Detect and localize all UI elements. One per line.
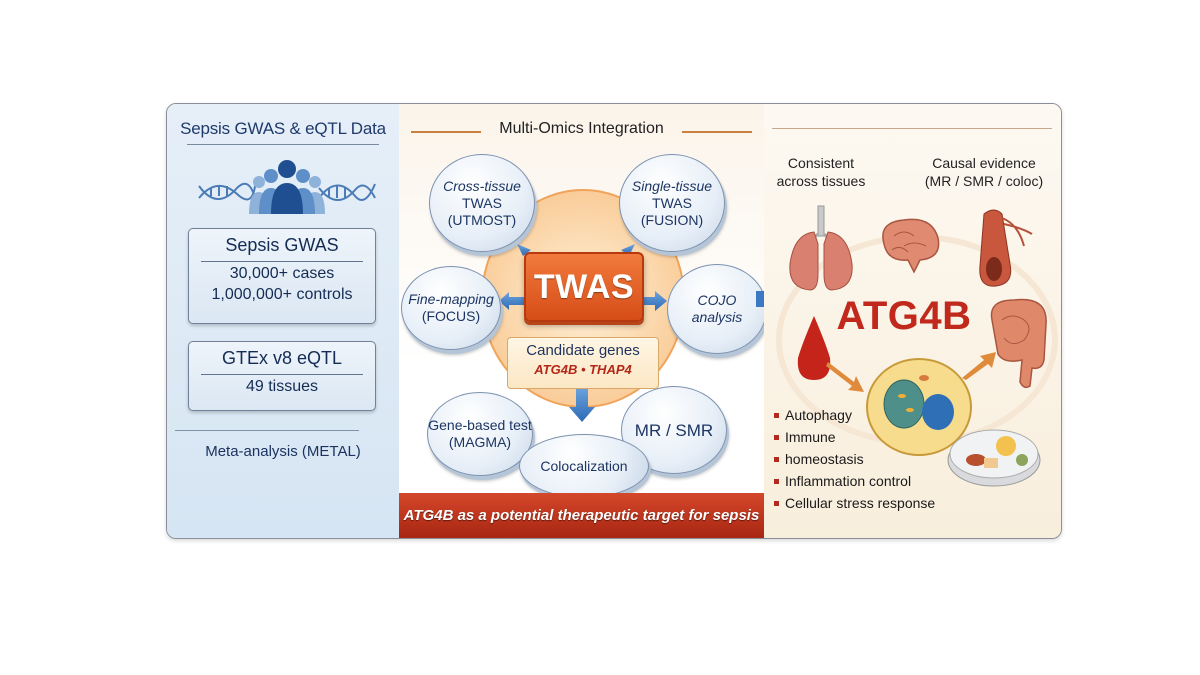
function-list: Autophagy Immune homeostasis Inflammatio… xyxy=(774,404,935,514)
target-gene-label: ATG4B xyxy=(836,294,972,338)
arrow-left-icon xyxy=(499,292,525,310)
node-line: MR / SMR xyxy=(634,420,714,440)
label-line: (MR / SMR / coloc) xyxy=(924,173,1044,189)
function-item: Autophagy xyxy=(774,404,935,426)
label-line: across tissues xyxy=(776,173,866,189)
function-item: Cellular stress response xyxy=(774,492,935,514)
title-rule-left xyxy=(411,131,481,133)
node-line: analysis xyxy=(691,309,743,325)
function-item: Immune xyxy=(774,426,935,448)
function-item: Inflammation control xyxy=(774,470,935,492)
consistent-label: Consistent across tissues xyxy=(776,154,866,190)
function-text: Autophagy xyxy=(785,407,852,423)
node-line: TWAS xyxy=(652,194,692,211)
sepsis-gwas-box: Sepsis GWAS 30,000+ cases 1,000,000+ con… xyxy=(188,228,376,324)
label-line: Consistent xyxy=(787,155,855,171)
mr-smr-node: MR / SMR xyxy=(621,386,727,474)
integration-panel-title: Multi-Omics Integration xyxy=(499,120,664,137)
brain-icon xyxy=(882,218,940,274)
integration-panel: Multi-Omics Integration Cross-tissue TWA… xyxy=(399,104,767,538)
single-tissue-twas-node: Single-tissue TWAS (FUSION) xyxy=(619,154,725,252)
causal-evidence-label: Causal evidence (MR / SMR / coloc) xyxy=(924,154,1044,190)
candidate-genes-list: ATG4B • THAP4 xyxy=(534,362,632,377)
arrow-single-tissue-icon xyxy=(621,244,635,256)
bullet-icon xyxy=(774,456,779,462)
blood-drop-icon xyxy=(797,316,831,380)
arrow-right-icon xyxy=(641,291,667,311)
candidate-genes-title: Candidate genes xyxy=(526,342,640,359)
function-text: Inflammation control xyxy=(785,473,912,489)
data-panel-title: Sepsis GWAS & eQTL Data xyxy=(180,119,386,138)
meta-divider xyxy=(175,430,359,431)
figure-frame: Sepsis GWAS & eQTL Data Sepsis xyxy=(166,103,1062,539)
data-panel: Sepsis GWAS & eQTL Data Sepsis xyxy=(167,104,400,538)
node-line: TWAS xyxy=(462,194,502,211)
gtex-eqtl-title: GTEx v8 eQTL xyxy=(201,348,363,375)
population-dna-icon xyxy=(198,160,376,214)
cojo-analysis-node: COJO analysis xyxy=(667,264,767,354)
gtex-eqtl-box: GTEx v8 eQTL 49 tissues xyxy=(188,341,376,411)
cross-tissue-twas-node: Cross-tissue TWAS (UTMOST) xyxy=(429,154,535,252)
sepsis-gwas-title: Sepsis GWAS xyxy=(201,235,363,262)
arrow-out-cell-icon xyxy=(962,352,996,380)
arrow-into-cell-icon xyxy=(826,362,864,392)
node-line: Cross-tissue xyxy=(443,177,521,194)
fine-mapping-node: Fine-mapping (FOCUS) xyxy=(401,266,501,350)
intestine-icon xyxy=(990,298,1047,389)
function-text: Immune xyxy=(785,429,836,445)
node-line: (MAGMA) xyxy=(448,434,512,450)
findings-divider xyxy=(772,128,1052,129)
bullet-icon xyxy=(774,478,779,484)
gwas-controls: 1,000,000+ controls xyxy=(211,286,353,303)
node-line: COJO xyxy=(697,292,737,308)
node-line: Colocalization xyxy=(540,457,628,474)
candidate-genes-box: Candidate genes ATG4B • THAP4 xyxy=(507,337,659,389)
meta-analysis-label: Meta-analysis (METAL) xyxy=(205,443,361,460)
cell-icon xyxy=(866,358,972,456)
title-rule-right xyxy=(682,131,752,133)
twas-center-box: TWAS xyxy=(524,252,644,322)
node-line: Fine-mapping xyxy=(408,291,494,307)
bullet-icon xyxy=(774,434,779,440)
arrow-down-icon xyxy=(569,387,595,422)
function-text: homeostasis xyxy=(785,451,864,467)
bullet-icon xyxy=(774,500,779,506)
blood-vessel-icon xyxy=(979,209,1033,287)
gtex-tissues: 49 tissues xyxy=(245,378,319,395)
node-line: Single-tissue xyxy=(631,177,713,194)
node-line: (UTMOST) xyxy=(447,211,517,228)
arrow-cross-tissue-icon xyxy=(517,244,531,256)
node-line: (FOCUS) xyxy=(421,308,481,324)
lungs-icon xyxy=(789,205,853,291)
node-line: (FUSION) xyxy=(640,211,704,228)
petri-dish-icon xyxy=(947,429,1041,487)
label-line: Causal evidence xyxy=(932,155,1036,171)
findings-panel: Consistent across tissues Causal evidenc… xyxy=(764,104,1061,538)
bullet-icon xyxy=(774,412,779,418)
gene-based-test-node: Gene-based test (MAGMA) xyxy=(427,392,533,476)
colocalization-node: Colocalization xyxy=(519,434,649,498)
function-item: homeostasis xyxy=(774,448,935,470)
gwas-cases: 30,000+ cases xyxy=(229,265,335,282)
conclusion-banner: ATG4B as a potential therapeutic target … xyxy=(399,493,764,538)
function-text: Cellular stress response xyxy=(785,495,936,511)
title-divider xyxy=(187,144,379,145)
node-line: Gene-based test xyxy=(428,417,532,433)
